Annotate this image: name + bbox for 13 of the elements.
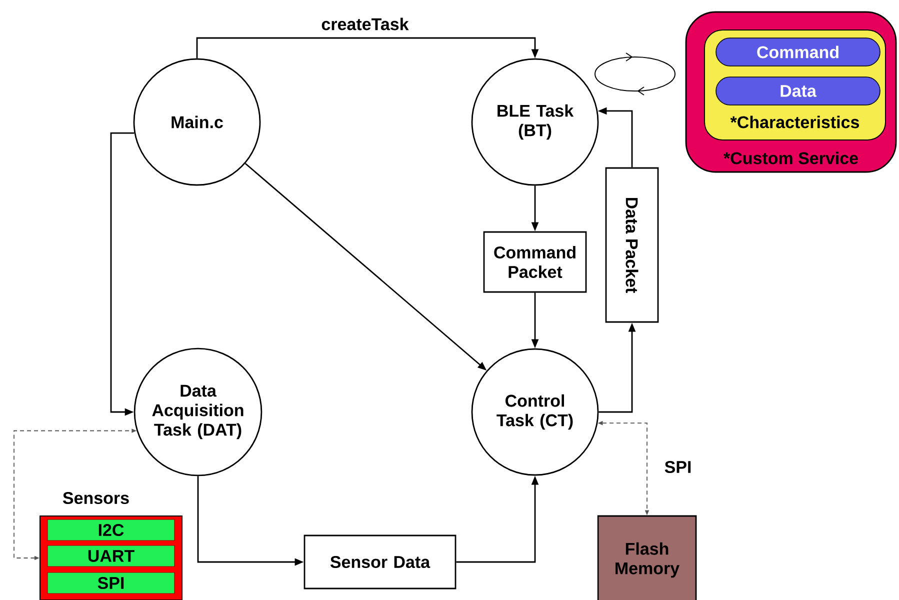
interface-cell: UART <box>47 545 175 567</box>
edge-label: createTask <box>320 16 410 32</box>
edge-label: SPI <box>663 460 693 474</box>
arrow <box>196 37 539 58</box>
data-box: Sensor Data <box>304 534 456 590</box>
memory-box: Flash Memory <box>597 515 697 600</box>
characteristic-pill: Data <box>716 76 880 106</box>
packet-box: Data Packet <box>605 167 659 323</box>
characteristic-pill: Command <box>716 38 880 66</box>
packet-box: Command Packet <box>483 231 587 293</box>
node-label: Sensors <box>62 492 129 504</box>
interface-cell: I2C <box>47 519 175 541</box>
interface-cell: SPI <box>47 572 175 594</box>
